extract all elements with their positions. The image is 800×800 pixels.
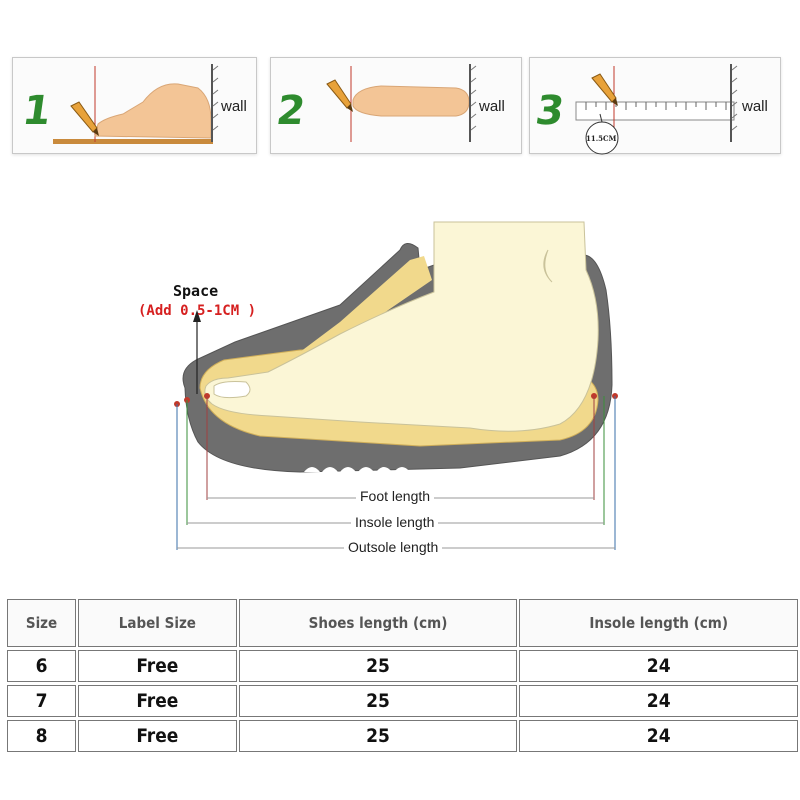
header-size: Size [7, 599, 77, 647]
outsole-tread [304, 467, 410, 472]
foot-length-label: Foot length [356, 488, 435, 504]
step-1-wall-label: wall [221, 98, 247, 115]
header-shoes-length: Shoes length (cm) [238, 599, 518, 647]
cell-shoes-length: 25 [238, 685, 518, 717]
cell-label-size: Free [78, 685, 237, 717]
cell-size: 7 [7, 685, 77, 717]
pencil-icon [326, 79, 353, 112]
cell-insole-length: 24 [519, 720, 798, 752]
foot-shape [204, 221, 599, 432]
cell-label-size: Free [78, 650, 237, 682]
step-3-illustration [575, 64, 738, 155]
outsole-length-label: Outsole length [344, 539, 443, 555]
step-3-panel: 3 wall 11.5CM [529, 57, 781, 155]
step-1-panel: 1 wall [12, 57, 257, 154]
table-row: 6 Free 25 24 [7, 650, 798, 682]
cell-shoes-length: 25 [238, 650, 518, 682]
pencil-icon [591, 73, 618, 106]
step-2-wall-label: wall [479, 98, 505, 115]
cell-size: 6 [7, 650, 77, 682]
step-3-wall-label: wall [742, 98, 768, 115]
step-2-illustration [326, 64, 477, 142]
header-label-size: Label Size [78, 599, 237, 647]
space-note: (Add 0.5-1CM ) [138, 303, 257, 319]
table-row: 8 Free 25 24 [7, 720, 798, 752]
table-header-row: Size Label Size Shoes length (cm) Insole… [7, 599, 798, 647]
step-1-illustration [53, 64, 219, 144]
size-chart-table: Size Label Size Shoes length (cm) Insole… [5, 596, 800, 755]
shoe-length-diagram [174, 221, 618, 550]
cell-size: 8 [7, 720, 77, 752]
header-insole-length: Insole length (cm) [519, 599, 798, 647]
step-2-panel: 2 wall [270, 57, 522, 154]
space-title: Space [173, 282, 219, 300]
cell-shoes-length: 25 [238, 720, 518, 752]
cell-label-size: Free [78, 720, 237, 752]
insole-length-label: Insole length [351, 514, 439, 530]
ruler-readout: 11.5CM [586, 134, 617, 143]
cell-insole-length: 24 [519, 685, 798, 717]
cell-insole-length: 24 [519, 650, 798, 682]
pencil-icon [70, 101, 99, 136]
table-row: 7 Free 25 24 [7, 685, 798, 717]
